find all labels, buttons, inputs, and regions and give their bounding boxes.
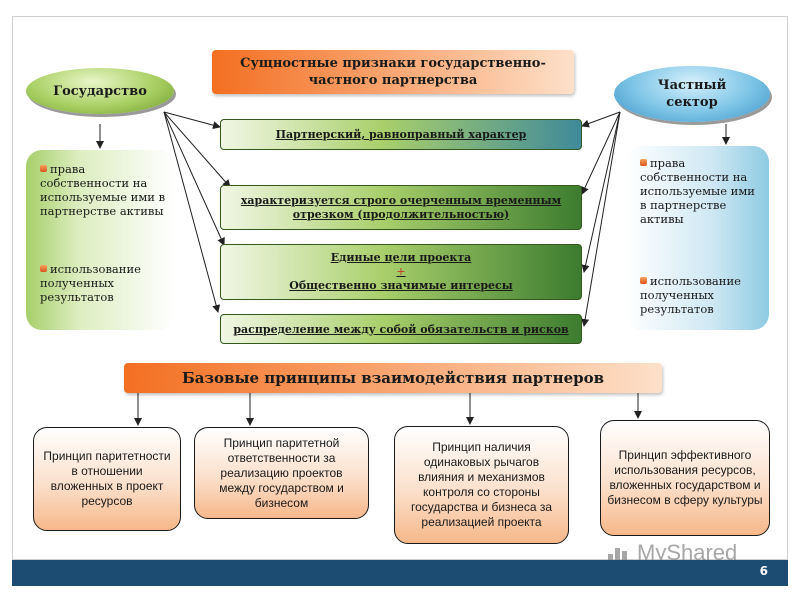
principle-box-4: Принцип эффективного использования ресур… bbox=[600, 420, 770, 536]
state-rights-box: права собственности на используемые ими … bbox=[26, 150, 174, 330]
state-item-1-text: права собственности на используемые ими … bbox=[40, 162, 166, 218]
private-sector-ellipse: Частный сектор bbox=[614, 66, 770, 122]
arrow-priv-f2 bbox=[581, 111, 621, 195]
arrow-gov-f4 bbox=[163, 111, 221, 313]
plus-sign: + bbox=[396, 265, 406, 278]
state-item-2: использование полученных результатов bbox=[40, 262, 168, 304]
arrow-gov-f1 bbox=[163, 111, 221, 130]
private-rights-box: права собственности на используемые ими … bbox=[626, 146, 769, 330]
feature-common-goals: Единые цели проекта + Общественно значим… bbox=[220, 244, 582, 300]
private-sector-label: Частный сектор bbox=[657, 78, 727, 110]
state-ellipse: Государство bbox=[26, 68, 174, 114]
private-item-2: использование полученных результатов bbox=[640, 274, 761, 316]
arrow-priv-f3 bbox=[581, 111, 621, 273]
feature-time-period: характеризуется строго очерченным времен… bbox=[220, 185, 582, 230]
bullet-icon bbox=[640, 159, 647, 166]
principle-box-3: Принцип наличия одинаковых рычагов влиян… bbox=[394, 426, 569, 544]
feature-common-goals-line1: Единые цели проекта bbox=[330, 251, 472, 264]
principle-box-2: Принцип паритетной ответственности за ре… bbox=[194, 427, 369, 519]
private-item-1-text: права собственности на используемые ими … bbox=[640, 156, 755, 226]
private-item-2-text: использование полученных результатов bbox=[640, 274, 741, 316]
arrow-priv-f4 bbox=[581, 111, 621, 327]
state-item-2-text: использование полученных результатов bbox=[40, 262, 141, 304]
feature-common-goals-line2: Общественно значимые интересы bbox=[289, 279, 513, 292]
feature-partnership: Партнерский, равноправный характер bbox=[220, 119, 582, 150]
private-item-1: права собственности на используемые ими … bbox=[640, 156, 761, 226]
slide-number: 6 bbox=[759, 564, 768, 578]
principle-box-1: Принцип паритетности в отношении вложенн… bbox=[33, 427, 181, 531]
bullet-icon bbox=[40, 165, 47, 172]
state-item-1: права собственности на используемые ими … bbox=[40, 162, 168, 218]
footer-bar: 6 bbox=[12, 560, 788, 586]
principles-title: Базовые принципы взаимодействия партнеро… bbox=[124, 363, 662, 393]
arrow-gov-f3 bbox=[163, 111, 225, 246]
bullet-icon bbox=[40, 265, 47, 272]
diagram-title: Сущностные признаки государственно-частн… bbox=[212, 50, 574, 94]
arrow-gov-f2 bbox=[163, 111, 231, 188]
bullet-icon bbox=[640, 277, 647, 284]
arrow-priv-f1 bbox=[581, 111, 621, 128]
feature-risk-sharing: распределение между собой обязательств и… bbox=[220, 314, 582, 344]
